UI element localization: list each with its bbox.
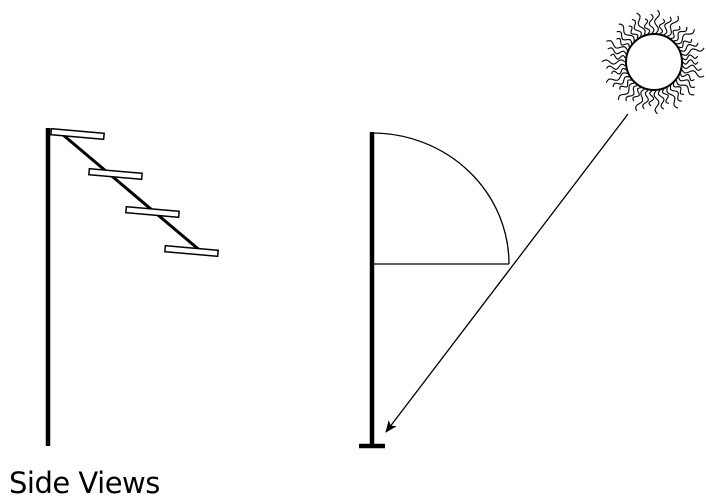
- sun-ray: [670, 86, 681, 102]
- sun-ray: [655, 10, 660, 33]
- louvre-slat: [51, 129, 104, 140]
- sun-icon: [602, 10, 704, 114]
- sun-ray: [608, 48, 626, 54]
- sun-ray: [637, 13, 646, 35]
- louvre-slats: [51, 129, 218, 257]
- sun-ray: [606, 41, 627, 51]
- sun-disc: [626, 34, 682, 90]
- left-side-view: [48, 128, 218, 446]
- right-side-view: [359, 114, 628, 446]
- sun-ray: [683, 60, 698, 64]
- sun-ray: [602, 60, 625, 64]
- sun-ray: [683, 65, 702, 70]
- sun-ray: [643, 90, 649, 109]
- sun-ray: [682, 48, 704, 55]
- sun-ray: [664, 17, 671, 35]
- sun-ray: [613, 77, 629, 87]
- sun-ray-arrow: [386, 114, 628, 432]
- quarter-arc: [372, 133, 509, 264]
- louvre-slat: [126, 207, 179, 218]
- caption: Side Views: [9, 466, 160, 500]
- louvre-slat: [89, 169, 142, 180]
- louvre-slat: [165, 246, 218, 257]
- sun-ray: [610, 54, 625, 59]
- louvre-support-line: [62, 134, 203, 253]
- sun-ray: [649, 91, 654, 106]
- sun-ray: [659, 19, 664, 34]
